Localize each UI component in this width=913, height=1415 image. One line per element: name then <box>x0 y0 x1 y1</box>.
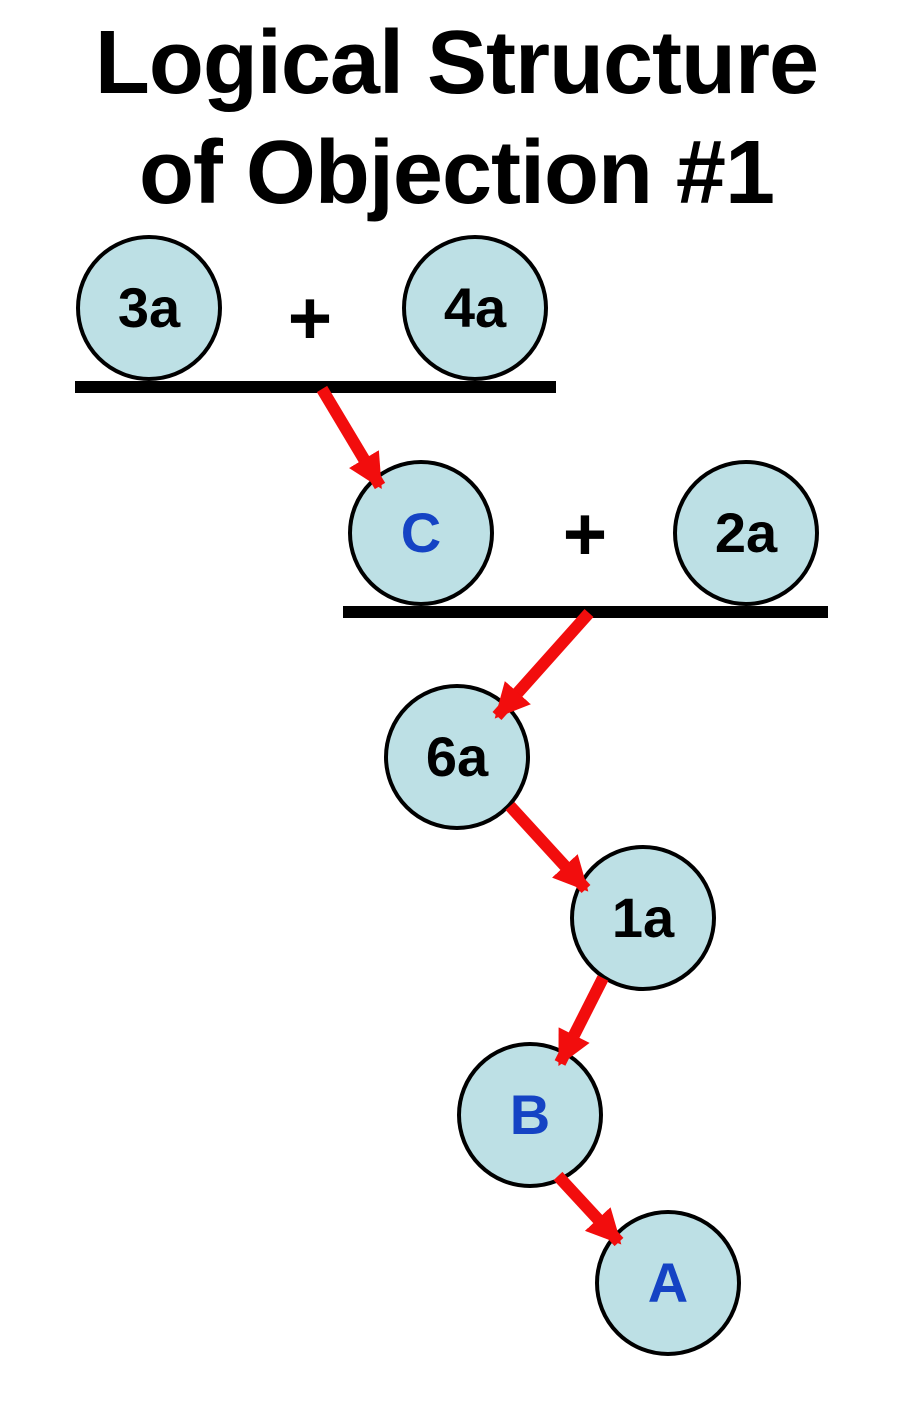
slide-title: Logical Structure of Objection #1 <box>0 8 913 228</box>
node-c: C <box>348 460 494 606</box>
node-1a-label: 1a <box>611 886 675 949</box>
arrow-1a-to-b <box>554 975 609 1067</box>
arrow-bar1-to-c <box>316 385 386 490</box>
node-6a-label: 6a <box>425 725 489 788</box>
node-4a: 4a <box>402 235 548 381</box>
node-c-label: C <box>400 501 442 564</box>
node-1a: 1a <box>570 845 716 991</box>
node-2a: 2a <box>673 460 819 606</box>
arrow-6a-to-1a <box>505 801 591 894</box>
arrow-b-to-a <box>553 1171 624 1247</box>
node-6a: 6a <box>384 684 530 830</box>
inference-bar-1 <box>75 381 556 393</box>
slide-title-line-1: Logical Structure <box>94 13 819 113</box>
node-2a-label: 2a <box>714 501 778 564</box>
node-3a-label: 3a <box>117 276 181 339</box>
node-a: A <box>595 1210 741 1356</box>
node-3a: 3a <box>76 235 222 381</box>
node-b-label: B <box>509 1083 551 1146</box>
node-4a-label: 4a <box>443 276 507 339</box>
slide-title-line-2: of Objection #1 <box>138 123 775 223</box>
arrow-bar2-to-6a <box>492 609 594 720</box>
node-b: B <box>457 1042 603 1188</box>
plus-operator-1: + <box>287 276 333 361</box>
inference-bar-2 <box>343 606 828 618</box>
plus-operator-2: + <box>562 492 608 577</box>
node-a-label: A <box>647 1251 689 1314</box>
